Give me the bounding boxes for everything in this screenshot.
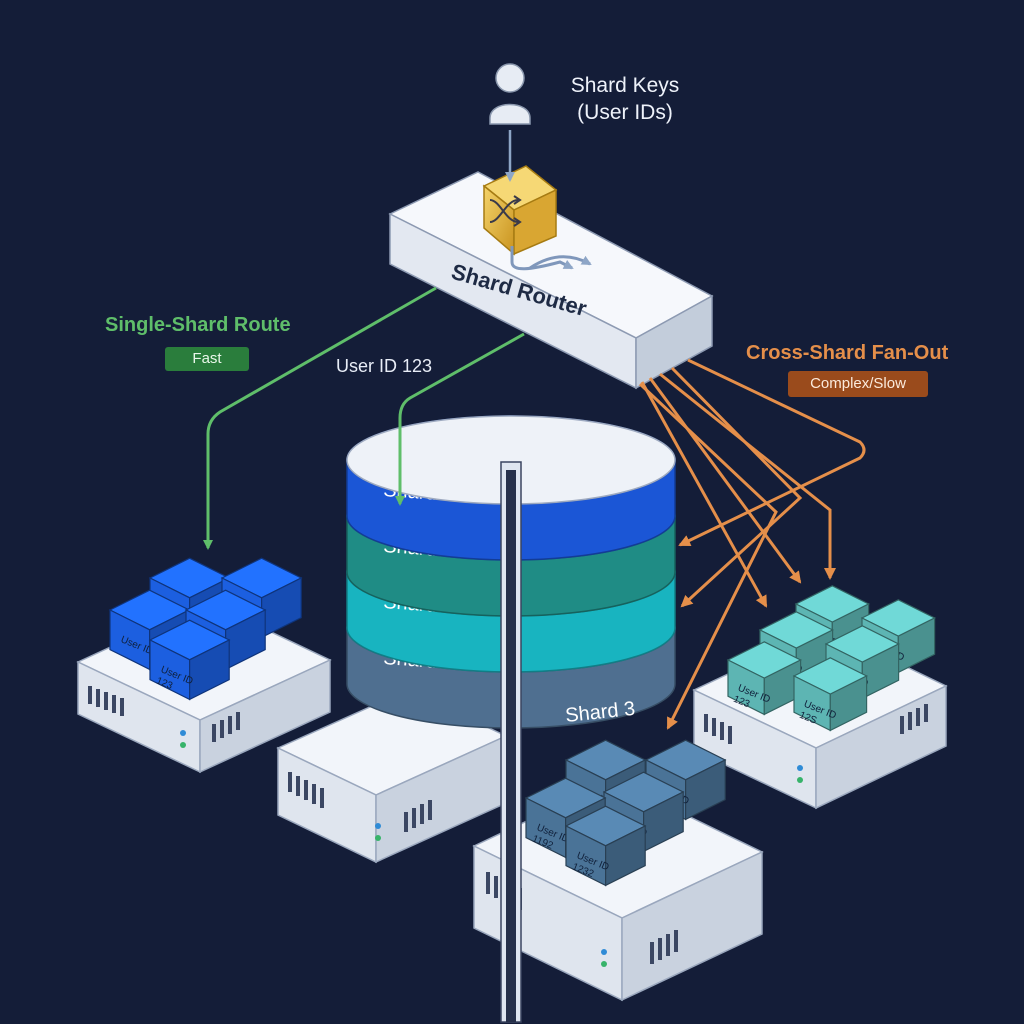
divider-pole [500,461,522,1023]
single-route-title: Single-Shard Route [105,314,291,336]
route-user-id-label: User ID 123 [336,356,433,376]
complex-slow-badge: Complex/Slow [788,371,928,397]
shard-keys-label: Shard Keys (User IDs) [540,72,710,126]
user-id-cell: User ID1232 [564,805,647,887]
user-id-cell: User ID12S [792,657,868,732]
shuffle-icon [482,165,558,256]
branch-arrow-icon [510,246,592,271]
fast-badge: Fast [165,347,249,371]
cross-shard-title: Cross-Shard Fan-Out [746,342,949,364]
shard-router[interactable]: Shard Router [388,171,714,390]
cross-shard-arrows [638,358,866,730]
shard-keys-line1: Shard Keys [570,74,680,97]
user-icon [489,63,531,125]
single-route-db-arrow [395,332,525,506]
user-id-cell: User ID123 [148,619,231,701]
user-id-cell: User ID123 [726,641,802,716]
single-route-left-arrow [203,286,437,550]
shard-keys-line2: (User IDs) [577,101,673,124]
